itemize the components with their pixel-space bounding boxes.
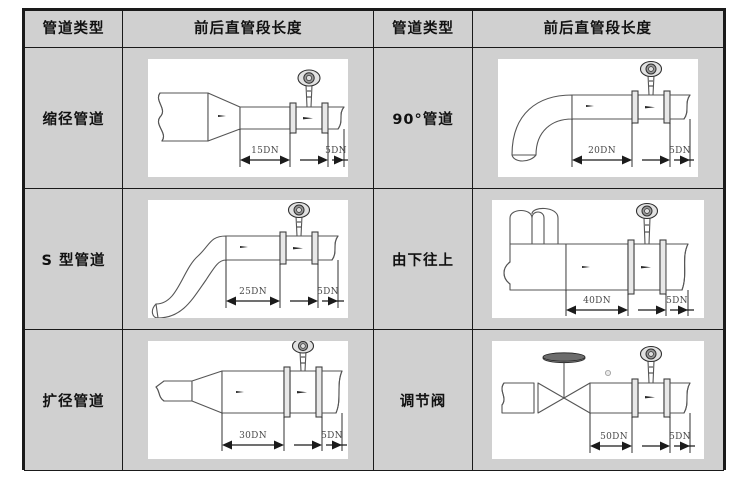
diagram-frame: 15DN 5DN [148,59,349,177]
table-row: 缩径管道 [23,47,725,189]
pipe-type-label: 调节阀 [373,329,473,471]
header-straight-length-left: 前后直管段长度 [122,10,375,48]
pipe-type-label: 90°管道 [373,47,473,189]
table-header-row: 管道类型 前后直管段长度 管道类型 前后直管段长度 [23,10,725,48]
pipe-type-label: 由下往上 [373,188,473,330]
pipe-type-label: 扩径管道 [23,329,124,471]
expander-pipe-diagram: 30DN 5DN [155,341,348,451]
dimension-downstream: 5DN [669,146,691,156]
diagram-cell-control-valve: 50DN 5DN [471,329,725,471]
reducer-pipe-diagram: 15DN 5DN [158,69,349,167]
dimension-downstream: 5DN [317,287,339,297]
diagram-cell-elbow90: 20DN 5DN [471,47,725,189]
dimension-downstream: 5DN [669,432,691,442]
header-pipe-type-right: 管道类型 [373,10,473,48]
dimension-upstream: 15DN [251,146,279,156]
s-shaped-pipe-diagram: 25DN 5DN [152,201,345,318]
elbow-90-pipe-diagram: 20DN 5DN [511,60,694,167]
table-row: S 型管道 [23,188,725,330]
dimension-upstream: 40DN [583,296,611,306]
pipe-type-label: 缩径管道 [23,47,124,189]
diagram-cell-reducer: 15DN 5DN [122,47,375,189]
dimension-downstream: 5DN [666,296,688,306]
pipe-installation-table: 管道类型 前后直管段长度 管道类型 前后直管段长度 缩径管道 [22,8,726,471]
dimension-downstream: 5DN [321,431,343,441]
dimension-downstream: 5DN [325,146,347,156]
table-row: 扩径管道 [23,329,725,471]
diagram-frame: 30DN 5DN [148,341,349,459]
diagram-cell-s-pipe: 25DN 5DN [122,188,375,330]
diagram-frame: 40DN 5DN [491,200,704,318]
bottom-to-top-pipe-diagram: 40DN 5DN [503,202,694,316]
diagram-frame: 20DN 5DN [497,59,698,177]
diagram-frame: 50DN 5DN [491,341,704,459]
diagram-cell-expander: 30DN 5DN [122,329,375,471]
pipe-type-label: S 型管道 [23,188,124,330]
dimension-upstream: 25DN [239,287,267,297]
header-pipe-type-left: 管道类型 [23,10,124,48]
control-valve-pipe-diagram: 50DN 5DN [501,345,695,453]
dimension-upstream: 30DN [239,431,267,441]
diagram-frame: 25DN 5DN [148,200,349,318]
header-straight-length-right: 前后直管段长度 [471,10,725,48]
diagram-cell-bottom-to-top: 40DN 5DN [471,188,725,330]
dimension-upstream: 20DN [588,146,616,156]
dimension-upstream: 50DN [600,432,628,442]
